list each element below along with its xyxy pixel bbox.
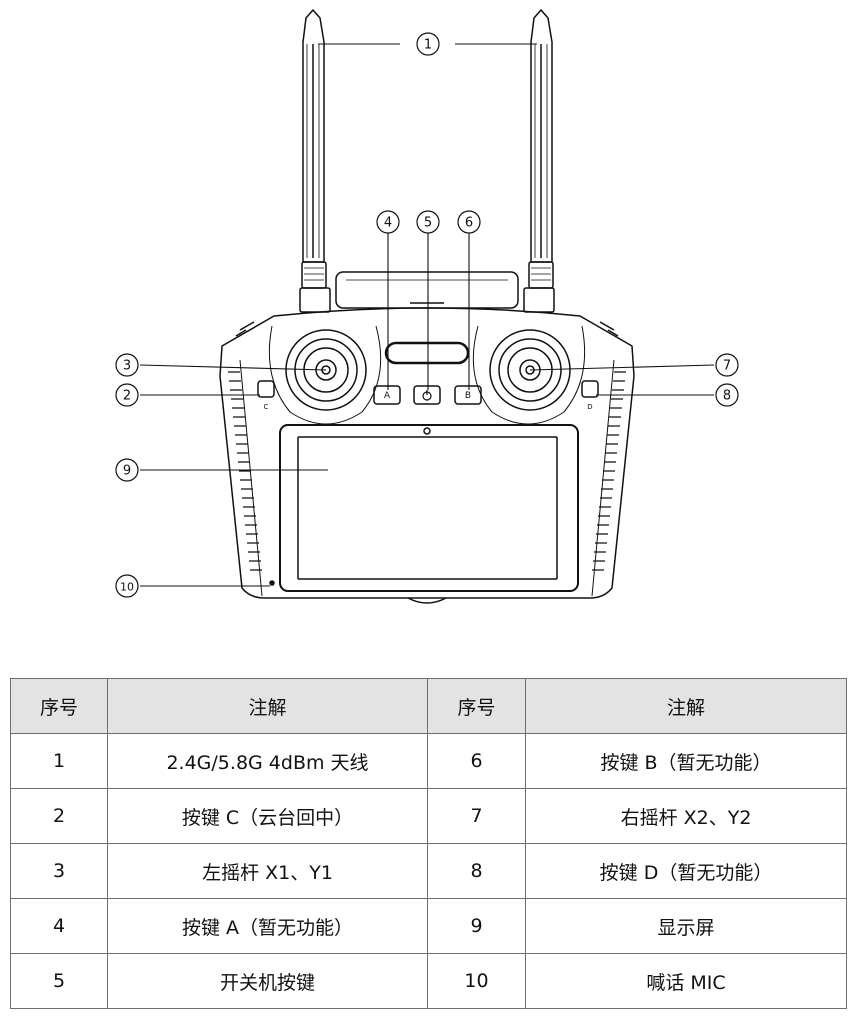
right-joystick: [472, 325, 586, 425]
callout-10: 10: [120, 581, 134, 594]
button-b: [454, 385, 482, 405]
table-cell: 2: [10, 788, 108, 844]
table-cell: 9: [427, 898, 526, 954]
table-header-row: 序号 注解 序号 注解: [10, 678, 847, 734]
callout-3: 3: [123, 359, 131, 374]
table-cell: 10: [427, 953, 526, 1009]
display-screen: [279, 424, 579, 592]
left-grille: [228, 371, 262, 571]
table-cell: 显示屏: [525, 898, 847, 954]
table-cell: 4: [10, 898, 108, 954]
left-joystick: [268, 325, 382, 425]
button-d: [581, 380, 599, 398]
header-note-right: 注解: [525, 678, 847, 734]
header-index-right: 序号: [427, 678, 526, 734]
table-cell: 喊话 MIC: [525, 953, 847, 1009]
table-row: 1 2.4G/5.8G 4dBm 天线 6 按键 B（暂无功能）: [10, 733, 847, 789]
table-row: 5 开关机按键 10 喊话 MIC: [10, 953, 847, 1009]
leader-lines: [139, 43, 715, 587]
button-a-label: A: [384, 391, 391, 401]
button-c: [257, 380, 275, 398]
table-cell: 6: [427, 733, 526, 789]
header-note-left: 注解: [107, 678, 428, 734]
callout-4: 4: [384, 216, 392, 231]
callout-6: 6: [465, 216, 473, 231]
table-cell: 5: [10, 953, 108, 1009]
table-cell: 7: [427, 788, 526, 844]
camera-dot: [423, 427, 431, 435]
table-cell: 1: [10, 733, 108, 789]
callout-1: 1: [424, 38, 432, 53]
button-a: [373, 385, 401, 405]
left-antenna: [299, 9, 331, 313]
table-cell: 按键 D（暂无功能）: [525, 843, 847, 899]
header-index-left: 序号: [10, 678, 108, 734]
carry-handle: [335, 271, 519, 309]
callout-circles: [115, 32, 739, 598]
callout-7: 7: [723, 359, 731, 374]
table-row: 3 左摇杆 X1、Y1 8 按键 D（暂无功能）: [10, 843, 847, 899]
callout-5: 5: [424, 216, 432, 231]
table-cell: 按键 C（云台回中）: [107, 788, 428, 844]
button-c-label: C: [264, 403, 269, 411]
button-b-label: B: [465, 391, 471, 401]
table-cell: 8: [427, 843, 526, 899]
button-d-label: D: [587, 403, 592, 411]
callout-9: 9: [123, 464, 131, 479]
power-button: [413, 385, 441, 405]
microphone-hole: [269, 580, 275, 586]
table-cell: 开关机按键: [107, 953, 428, 1009]
controller-body: [219, 307, 635, 604]
callout-2: 2: [123, 389, 131, 404]
remote-controller-diagram: 1 2 3 4 5 6 7 8 9 10 A B C D: [115, 9, 739, 604]
table-row: 4 按键 A（暂无功能） 9 显示屏: [10, 898, 847, 954]
table-row: 2 按键 C（云台回中） 7 右摇杆 X2、Y2: [10, 788, 847, 844]
right-grille: [592, 371, 626, 571]
table-cell: 2.4G/5.8G 4dBm 天线: [107, 733, 428, 789]
table-cell: 按键 A（暂无功能）: [107, 898, 428, 954]
legend-table: 序号 注解 序号 注解 1 2.4G/5.8G 4dBm 天线 6 按键 B（暂…: [10, 678, 847, 1009]
center-slot: [384, 341, 470, 365]
right-antenna: [523, 9, 555, 313]
table-cell: 右摇杆 X2、Y2: [525, 788, 847, 844]
callout-8: 8: [723, 389, 731, 404]
table-cell: 3: [10, 843, 108, 899]
table-cell: 左摇杆 X1、Y1: [107, 843, 428, 899]
table-cell: 按键 B（暂无功能）: [525, 733, 847, 789]
